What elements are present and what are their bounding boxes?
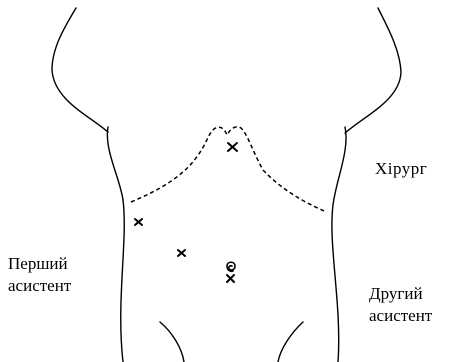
right-hip-curve <box>278 322 303 362</box>
second-assistant-line-1: Другий <box>369 283 432 305</box>
first-assistant-line-2: асистент <box>8 275 71 297</box>
port-mark-umbilical <box>227 275 234 282</box>
right-torso-side <box>332 127 346 362</box>
second-assistant-label: Другий асистент <box>369 283 432 327</box>
left-shoulder-line <box>52 8 108 132</box>
costal-margin-dashed-line <box>131 127 324 211</box>
first-assistant-line-1: Перший <box>8 253 71 275</box>
umbilicus-icon <box>227 262 235 271</box>
left-torso-side <box>107 127 124 362</box>
left-hip-curve <box>160 322 184 362</box>
port-mark-left-flank <box>135 219 142 225</box>
first-assistant-label: Перший асистент <box>8 253 71 297</box>
right-shoulder-line <box>345 8 401 133</box>
second-assistant-line-2: асистент <box>369 305 432 327</box>
port-mark-left-lower <box>178 250 185 256</box>
surgeon-label: Хірург <box>375 158 427 180</box>
port-mark-subxiphoid <box>228 143 237 151</box>
